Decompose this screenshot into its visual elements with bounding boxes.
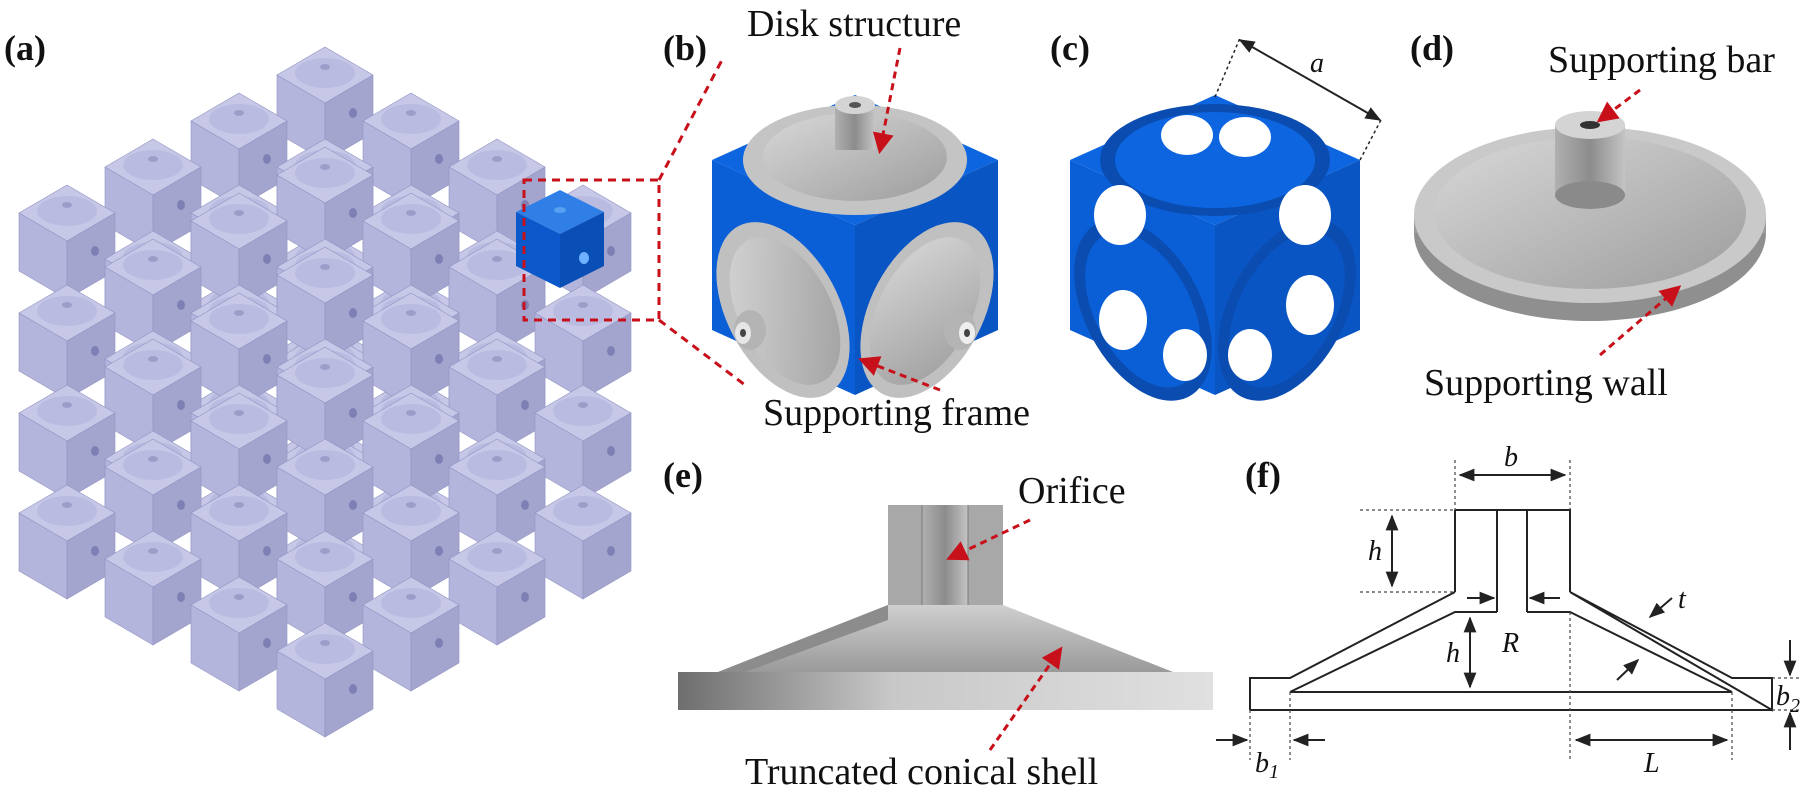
lattice-cube: [534, 384, 632, 500]
label-supporting-wall: Supporting wall: [1424, 362, 1668, 404]
label-disk-structure: Disk structure: [747, 3, 961, 45]
dim-L-label: L: [1643, 748, 1660, 779]
lattice-cube: [362, 292, 460, 408]
panel-label-e: (e): [663, 455, 703, 495]
lattice-cube: [190, 192, 288, 308]
label-supporting-frame: Supporting frame: [763, 392, 1030, 434]
label-truncated-conical-shell: Truncated conical shell: [745, 751, 1098, 793]
panel-label-a: (a): [4, 28, 46, 68]
dim-a-ext-2: [1359, 117, 1383, 161]
zoom-line-top: [657, 59, 724, 181]
arrow-disk-structure: [872, 47, 902, 155]
dim-a-label: a: [1310, 48, 1324, 79]
disk-cross-section-render: [678, 505, 1213, 710]
disk-schematic: [1249, 509, 1773, 712]
dim-b2-subscript: 2: [1790, 695, 1800, 717]
lattice-cube: [104, 530, 202, 646]
lattice-cube: [104, 338, 202, 454]
arrow-supporting-bar: [1596, 88, 1641, 123]
lattice-cube: [362, 484, 460, 600]
highlight-box: [522, 178, 661, 322]
arrow-supporting-wall: [1599, 285, 1682, 357]
lattice-cube: [190, 392, 288, 508]
zoom-line-bottom: [658, 318, 746, 387]
lattice-cube: [18, 484, 116, 600]
label-orifice: Orifice: [1018, 470, 1126, 512]
dim-h-top-label: h: [1368, 536, 1382, 567]
lattice-cube: [362, 392, 460, 508]
lattice-cube: [18, 284, 116, 400]
schematic-dimension-arrows: [1216, 468, 1797, 750]
lattice-array: [18, 46, 632, 738]
lattice-cube: [276, 46, 374, 162]
lattice-cube: [362, 576, 460, 692]
arrow-orifice: [946, 518, 1031, 561]
lattice-cube: [104, 438, 202, 554]
dim-R-label: R: [1501, 628, 1519, 659]
lattice-cube: [534, 484, 632, 600]
lattice-cube: [104, 138, 202, 254]
lattice-cube: [448, 238, 546, 354]
dim-a-line: [1238, 39, 1382, 121]
dim-t-label: t: [1678, 584, 1687, 615]
dim-b-label: b: [1504, 442, 1518, 473]
dim-h-mid-label: h: [1446, 638, 1460, 669]
lattice-cube: [190, 484, 288, 600]
lattice-cube: [276, 346, 374, 462]
highlighted-unit-cell: [516, 190, 604, 288]
panel-label-f: (f): [1245, 455, 1281, 495]
panel-label-d: (d): [1410, 28, 1454, 68]
panel-label-b: (b): [663, 28, 707, 68]
panel-label-c: (c): [1050, 28, 1090, 68]
dim-b1-label: b: [1255, 748, 1269, 779]
lattice-cube: [362, 192, 460, 308]
lattice-cube: [276, 530, 374, 646]
arrow-supporting-frame: [858, 356, 941, 392]
supporting-frame-only: [1070, 95, 1360, 401]
lattice-cube: [534, 284, 632, 400]
lattice-cube: [190, 576, 288, 692]
lattice-cube: [448, 338, 546, 454]
lattice-cube: [448, 530, 546, 646]
label-supporting-bar: Supporting bar: [1548, 39, 1775, 81]
lattice-cube: [276, 246, 374, 362]
dim-b1-subscript: 1: [1269, 761, 1279, 783]
lattice-cube: [276, 622, 374, 738]
lattice-cube: [18, 384, 116, 500]
lattice-cube: [190, 292, 288, 408]
dim-a-ext-1: [1214, 37, 1241, 98]
lattice-cube: [104, 238, 202, 354]
lattice-cube: [190, 92, 288, 208]
lattice-cube: [18, 184, 116, 300]
unit-cell-with-disks: [712, 95, 998, 398]
disk-3d: [1414, 111, 1766, 321]
arrow-conical-shell: [988, 646, 1063, 751]
lattice-cube: [362, 92, 460, 208]
dim-b2-label: b: [1776, 681, 1790, 712]
lattice-cube: [276, 146, 374, 262]
schematic-extension-lines: [1249, 460, 1800, 760]
lattice-cube: [448, 438, 546, 554]
